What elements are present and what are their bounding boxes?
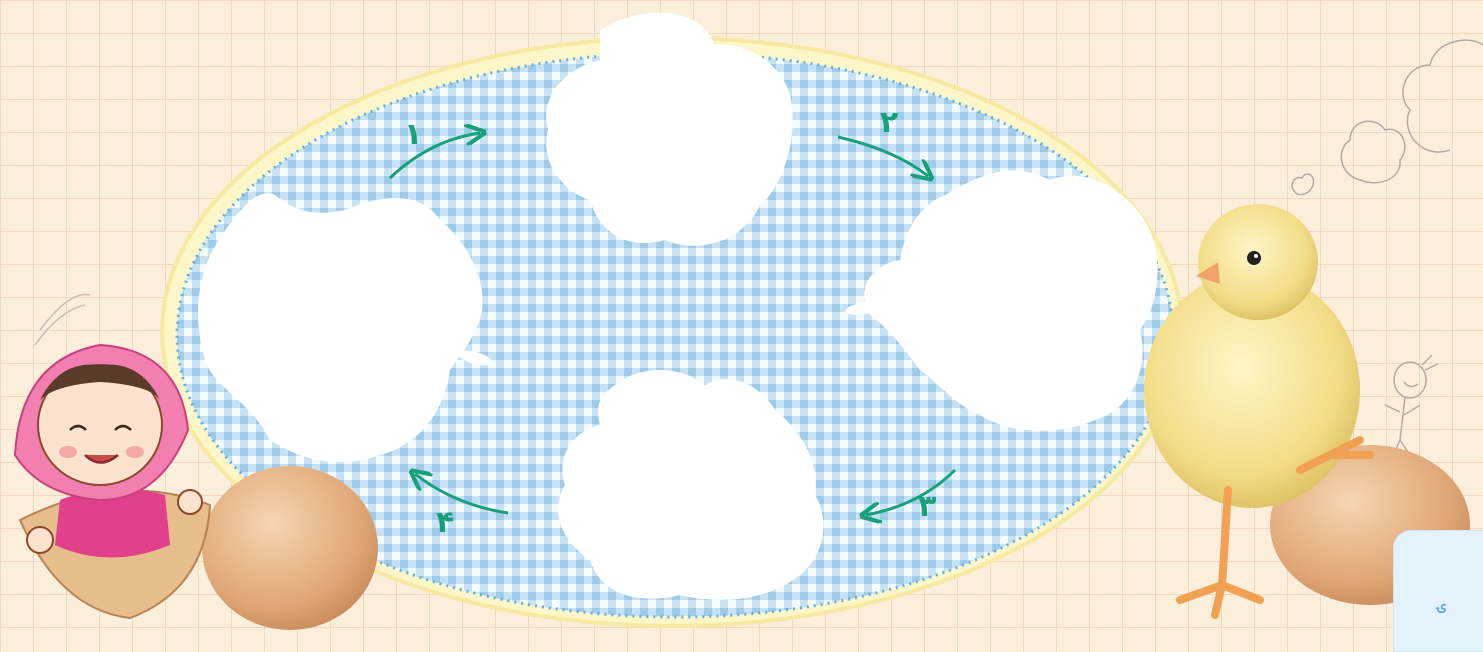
illustration-canvas bbox=[0, 0, 1483, 630]
cloud-doodle bbox=[1341, 121, 1405, 183]
step-number-1: ۱ bbox=[404, 120, 422, 150]
step-number-4: ۴ bbox=[436, 508, 454, 538]
page-corner-tab bbox=[1393, 530, 1483, 652]
step-number-3: ۳ bbox=[918, 492, 936, 522]
stick-figure-doodle bbox=[1385, 355, 1438, 458]
motion-lines-doodle bbox=[35, 294, 90, 345]
step-number-2: ۲ bbox=[880, 108, 898, 138]
cloud-doodle bbox=[1292, 174, 1313, 195]
page-corner-mark: ۍ bbox=[1437, 597, 1446, 613]
cloud-doodle bbox=[1403, 40, 1483, 152]
